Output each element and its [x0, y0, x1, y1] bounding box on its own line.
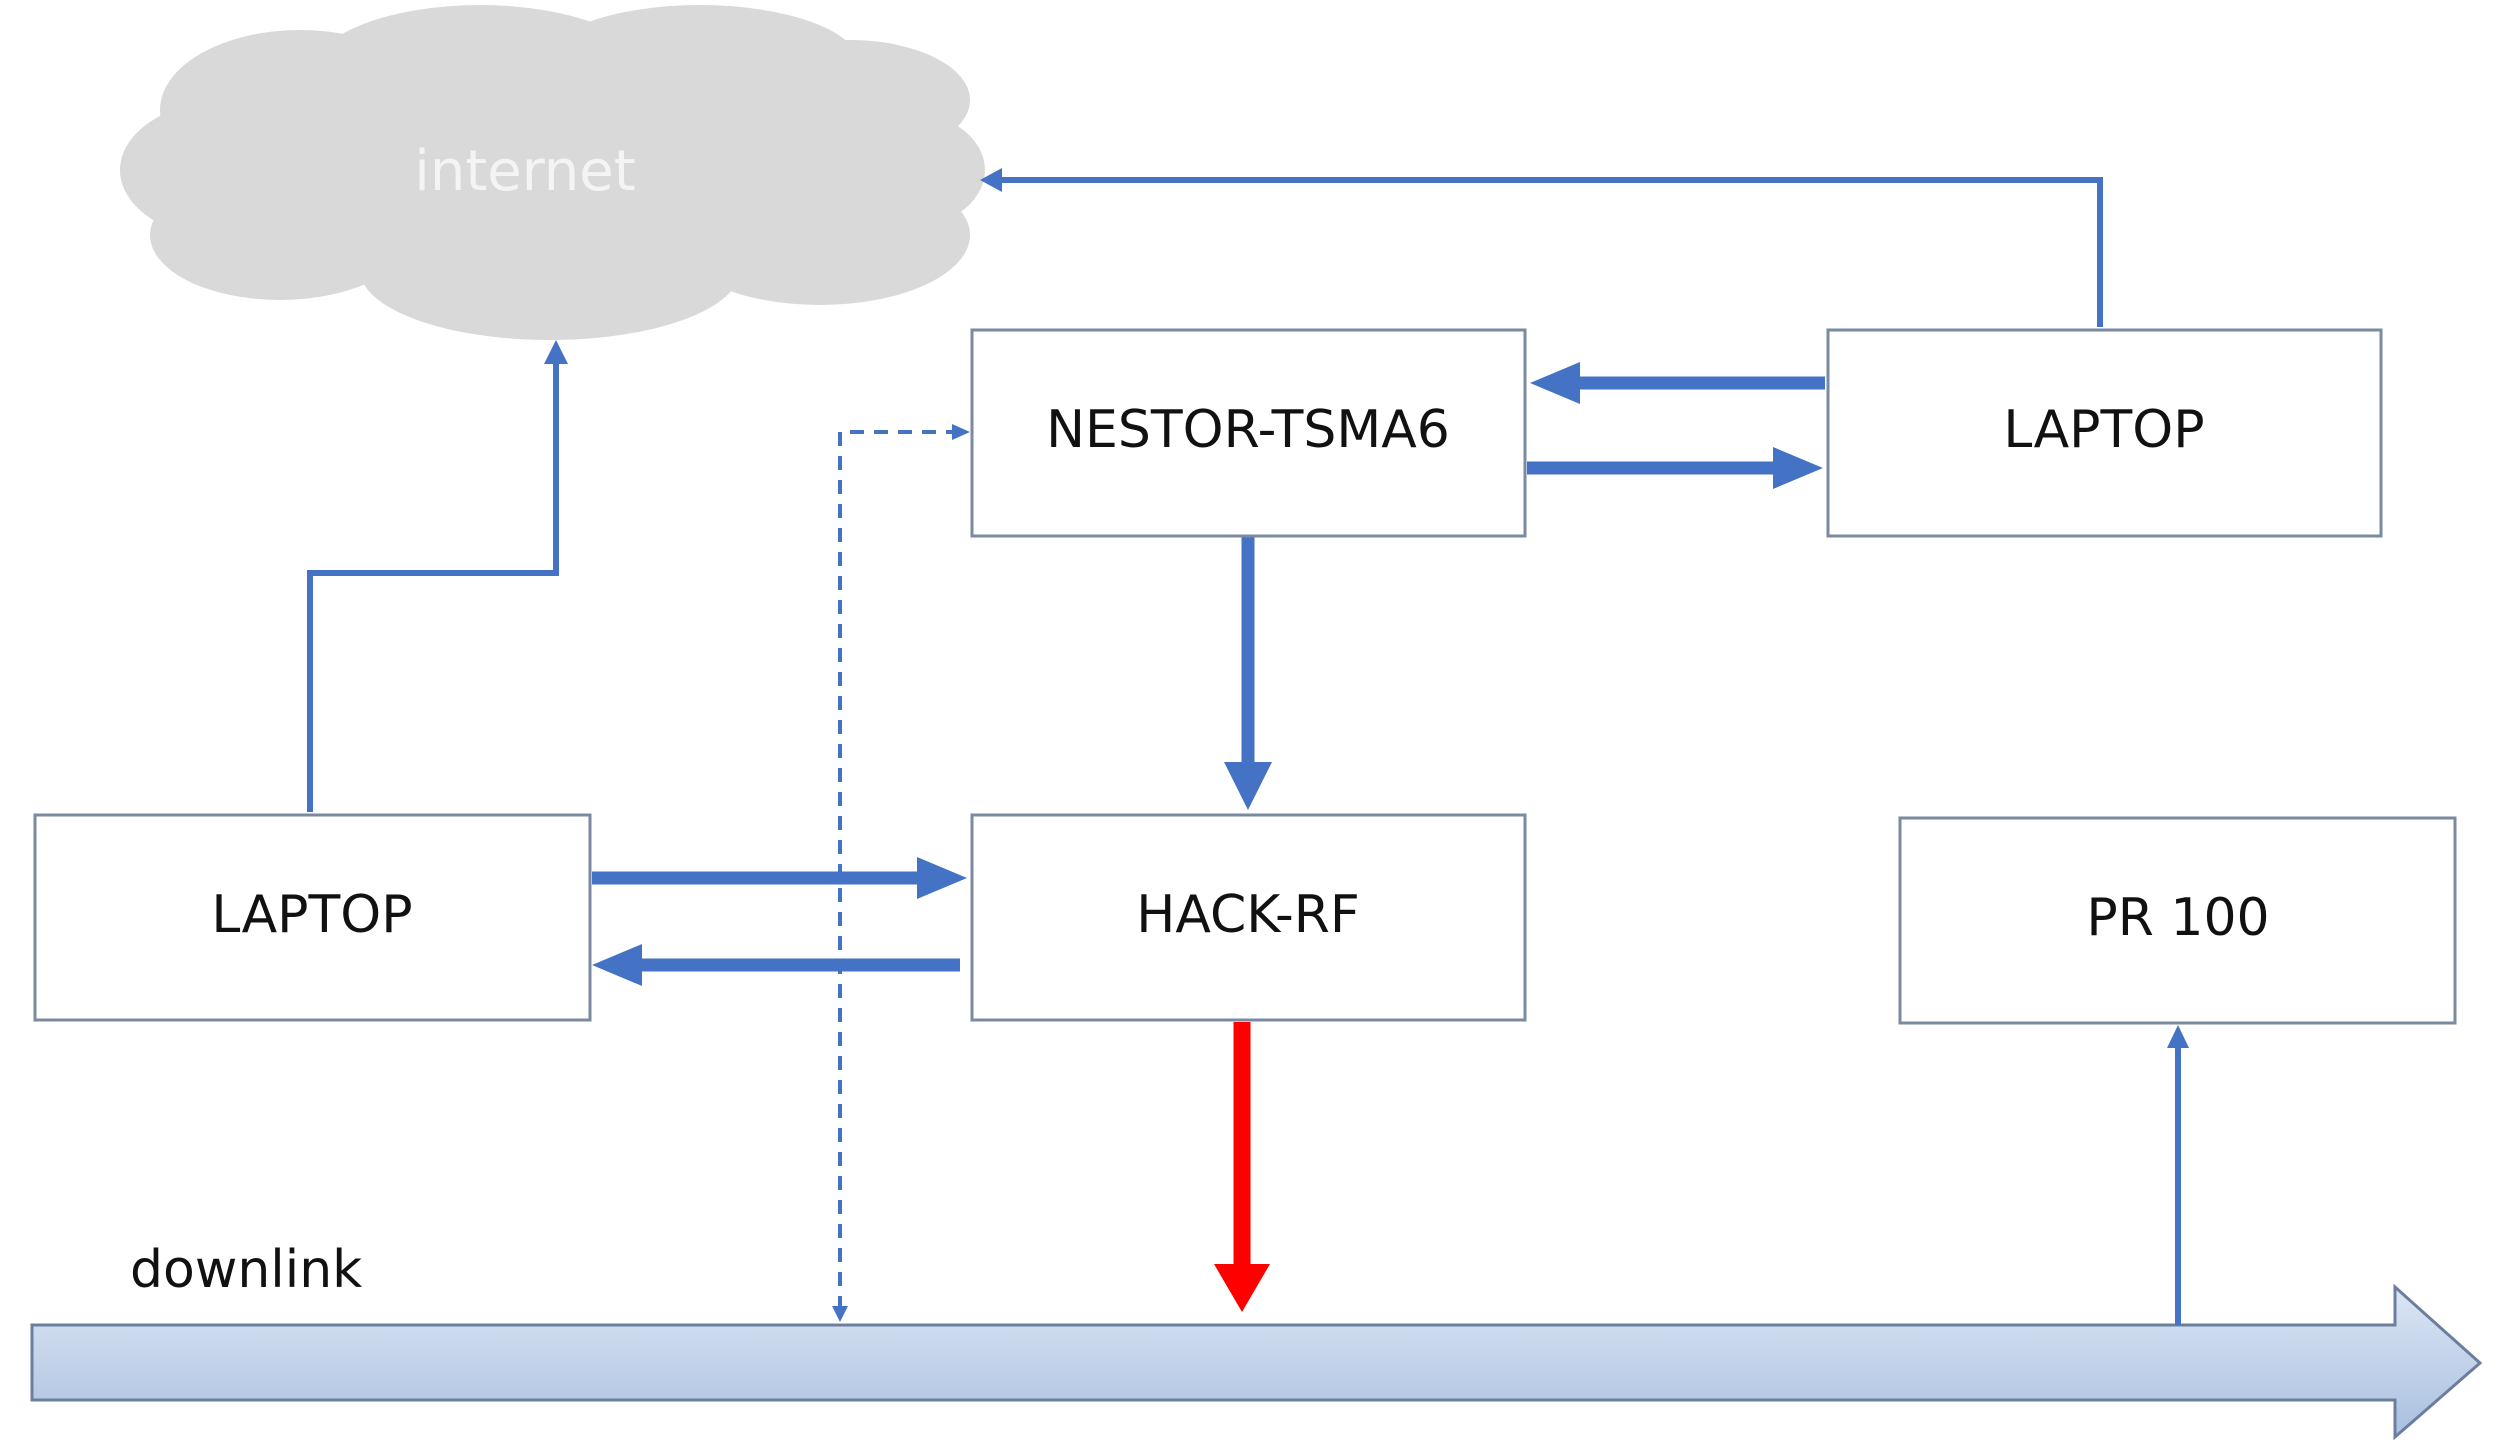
dashed-feed-arrowhead-downlink [832, 1306, 848, 1322]
node-hackrf-label: HACK-RF [1136, 885, 1360, 945]
node-laptop-left-label: LAPTOP [211, 885, 412, 945]
dashed-feed-arrowhead-nestor [952, 424, 970, 440]
laptop-left-to-internet-line [307, 362, 559, 812]
node-laptop-right-label: LAPTOP [2003, 400, 2204, 460]
connectors [307, 168, 2189, 1325]
nestor-to-hackrf-arrowhead [1224, 762, 1272, 810]
laptop-left-to-hackrf-arrowhead [917, 857, 967, 899]
internet-cloud: internet [120, 5, 985, 340]
nestor-to-laptop-right-arrowhead [1773, 447, 1823, 489]
downlink-to-pr100-arrowhead [2167, 1025, 2189, 1048]
downlink-label: downlink [130, 1240, 362, 1300]
node-pr100: PR 100 [1898, 816, 2457, 1025]
node-hackrf: HACK-RF [970, 813, 1527, 1022]
hackrf-transmit-arrowhead [1214, 1264, 1270, 1312]
internet-arrowhead-left [544, 340, 568, 364]
laptop-right-to-nestor-arrowhead [1530, 362, 1580, 404]
internet-arrowhead-right [980, 168, 1002, 192]
node-laptop-right: LAPTOP [1826, 328, 2383, 538]
hackrf-to-laptop-left-arrowhead [592, 944, 642, 986]
internet-label: internet [414, 139, 635, 204]
node-laptop-left: LAPTOP [33, 813, 592, 1022]
node-nestor-label: NESTOR-TSMA6 [1046, 400, 1450, 460]
node-nestor: NESTOR-TSMA6 [970, 328, 1527, 538]
laptop-right-to-internet-line [1000, 177, 2103, 327]
downlink-band: downlink [30, 1240, 2483, 1441]
node-pr100-label: PR 100 [2086, 888, 2269, 948]
dashed-feed-line [838, 430, 955, 1310]
